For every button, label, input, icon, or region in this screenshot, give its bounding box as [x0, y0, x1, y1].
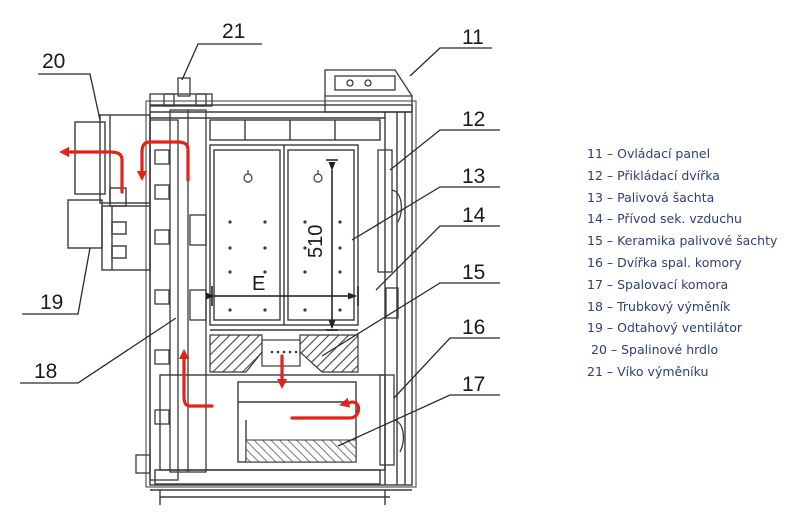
callout-numbers: 11 12 13 14 15 16 17 18 19 20 21 [34, 20, 486, 396]
leader-lines [20, 43, 500, 447]
legend-item-19: 19 – Odtahový ventilátor [587, 320, 742, 336]
leader-21 [181, 43, 262, 81]
legend-item-16: 16 – Dvířka spal. komory [587, 254, 742, 270]
fuel-shaft [209, 144, 359, 331]
callout-14: 14 [462, 204, 486, 227]
leader-20 [38, 73, 101, 121]
dimension-510-label: 510 [305, 225, 327, 258]
callout-18: 18 [34, 360, 57, 383]
callout-16: 16 [462, 316, 485, 339]
legend-item-13: 13 – Palivová šachta [587, 189, 715, 205]
callout-20: 20 [42, 50, 65, 73]
exchanger-lid [149, 77, 213, 107]
leader-13 [351, 186, 500, 241]
dimension-e [205, 286, 359, 306]
callout-12: 12 [462, 108, 485, 131]
callout-19: 19 [40, 291, 63, 314]
legend-item-12: 12 – Přikládací dvířka [587, 167, 720, 183]
shaft-ceramics [209, 334, 359, 373]
leader-19 [22, 247, 91, 315]
leader-17 [337, 394, 500, 447]
callout-11: 11 [462, 26, 484, 49]
leader-16 [393, 337, 500, 399]
shaft-bolts [243, 170, 323, 183]
air-holes [270, 350, 298, 354]
exhaust-fan [67, 199, 151, 271]
flow-arrow-exchanger-up [178, 348, 214, 408]
flow-arrows [58, 140, 361, 420]
callout-13: 13 [462, 165, 485, 188]
callout-15: 15 [462, 261, 485, 284]
callout-17: 17 [462, 373, 485, 396]
leader-14 [375, 225, 500, 291]
control-panel [324, 69, 413, 113]
leader-15 [321, 282, 500, 357]
callout-21: 21 [222, 20, 245, 43]
legend-item-20: 20 – Spalinové hrdlo [591, 342, 719, 358]
legend-item-11: 11 – Ovládací panel [587, 146, 711, 161]
flue-outlet [74, 114, 151, 207]
dimension-510 [326, 159, 338, 331]
chamber-ceramic [245, 439, 357, 463]
boiler-body [145, 100, 417, 505]
leader-11 [409, 47, 492, 77]
legend-item-17: 17 – Spalovací komora [587, 276, 729, 292]
legend-item-18: 18 – Trubkový výměník [587, 298, 731, 314]
legend-item-15: 15 – Keramika palivové šachty [587, 233, 778, 249]
shaft-rivets [228, 220, 342, 312]
leader-18 [20, 317, 177, 384]
legend: 11 – Ovládací panel 12 – Přikládací dvíř… [587, 143, 777, 383]
flow-arrow-top [136, 140, 190, 182]
legend-item-21: 21 – Víko výměníku [587, 363, 709, 379]
legend-item-14: 14 – Přívod sek. vzduchu [587, 211, 742, 227]
dimension-e-label: E [252, 273, 265, 295]
leader-12 [389, 129, 500, 171]
flow-arrow-chamber [290, 397, 361, 420]
flow-arrow-exhaust [58, 146, 124, 194]
